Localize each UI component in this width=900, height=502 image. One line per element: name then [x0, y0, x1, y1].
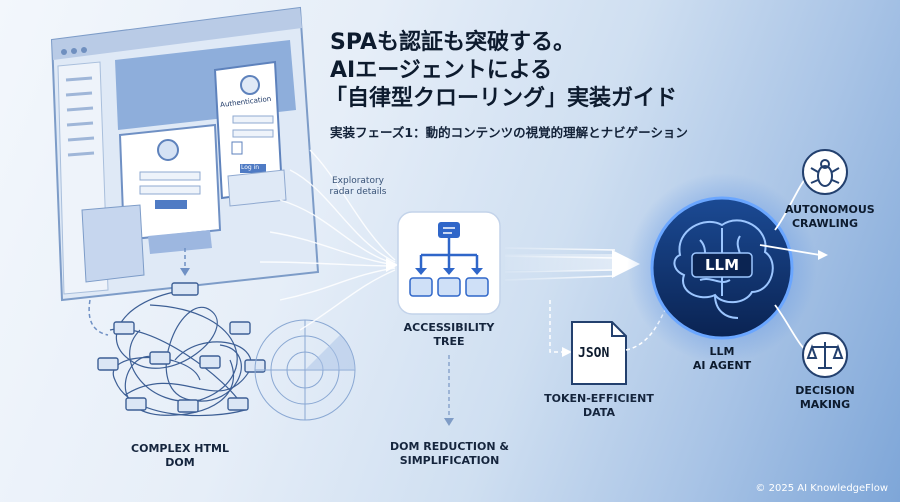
copyright-footer: © 2025 AI KnowledgeFlow: [755, 483, 888, 494]
decision-making-label: DECISION MAKING: [795, 384, 855, 411]
bug-icon: [802, 149, 848, 195]
accessibility-tree-label: ACCESSIBILITY TREE: [403, 321, 495, 348]
user-avatar-icon: [157, 139, 179, 161]
lock-icon: [231, 141, 243, 155]
title-line-3: 「自律型クローリング」実装ガイド: [325, 86, 678, 111]
title-line-1: SPAも認証も突破する。: [330, 30, 575, 55]
title-line-2: AIエージェントによる: [330, 58, 553, 83]
json-label: JSON: [578, 346, 610, 361]
subtitle: 実装フェーズ1：動的コンテンツの視覚的理解とナビゲーション: [330, 125, 688, 140]
login-card: [213, 60, 287, 207]
llm-badge: LLM: [704, 256, 740, 274]
exploratory-note: Exploratory radar details: [329, 176, 387, 197]
dom-tangle: [109, 289, 252, 417]
token-data-label: TOKEN-EFFICIENT DATA: [544, 392, 654, 419]
dom-reduction-label: DOM REDUCTION & SIMPLIFICATION: [390, 440, 509, 467]
hierarchy-tree-icon: [397, 211, 501, 315]
llm-agent-label-2: AI AGENT: [692, 359, 752, 372]
autonomous-crawling-label: AUTONOMOUS CRAWLING: [785, 203, 875, 230]
radar-icon: [254, 319, 356, 421]
complex-dom-label: COMPLEX HTML DOM: [131, 442, 229, 469]
llm-agent-label-1: LLM: [709, 345, 735, 358]
json-file-icon: [571, 321, 627, 385]
login-button-label: Log in: [241, 164, 260, 171]
